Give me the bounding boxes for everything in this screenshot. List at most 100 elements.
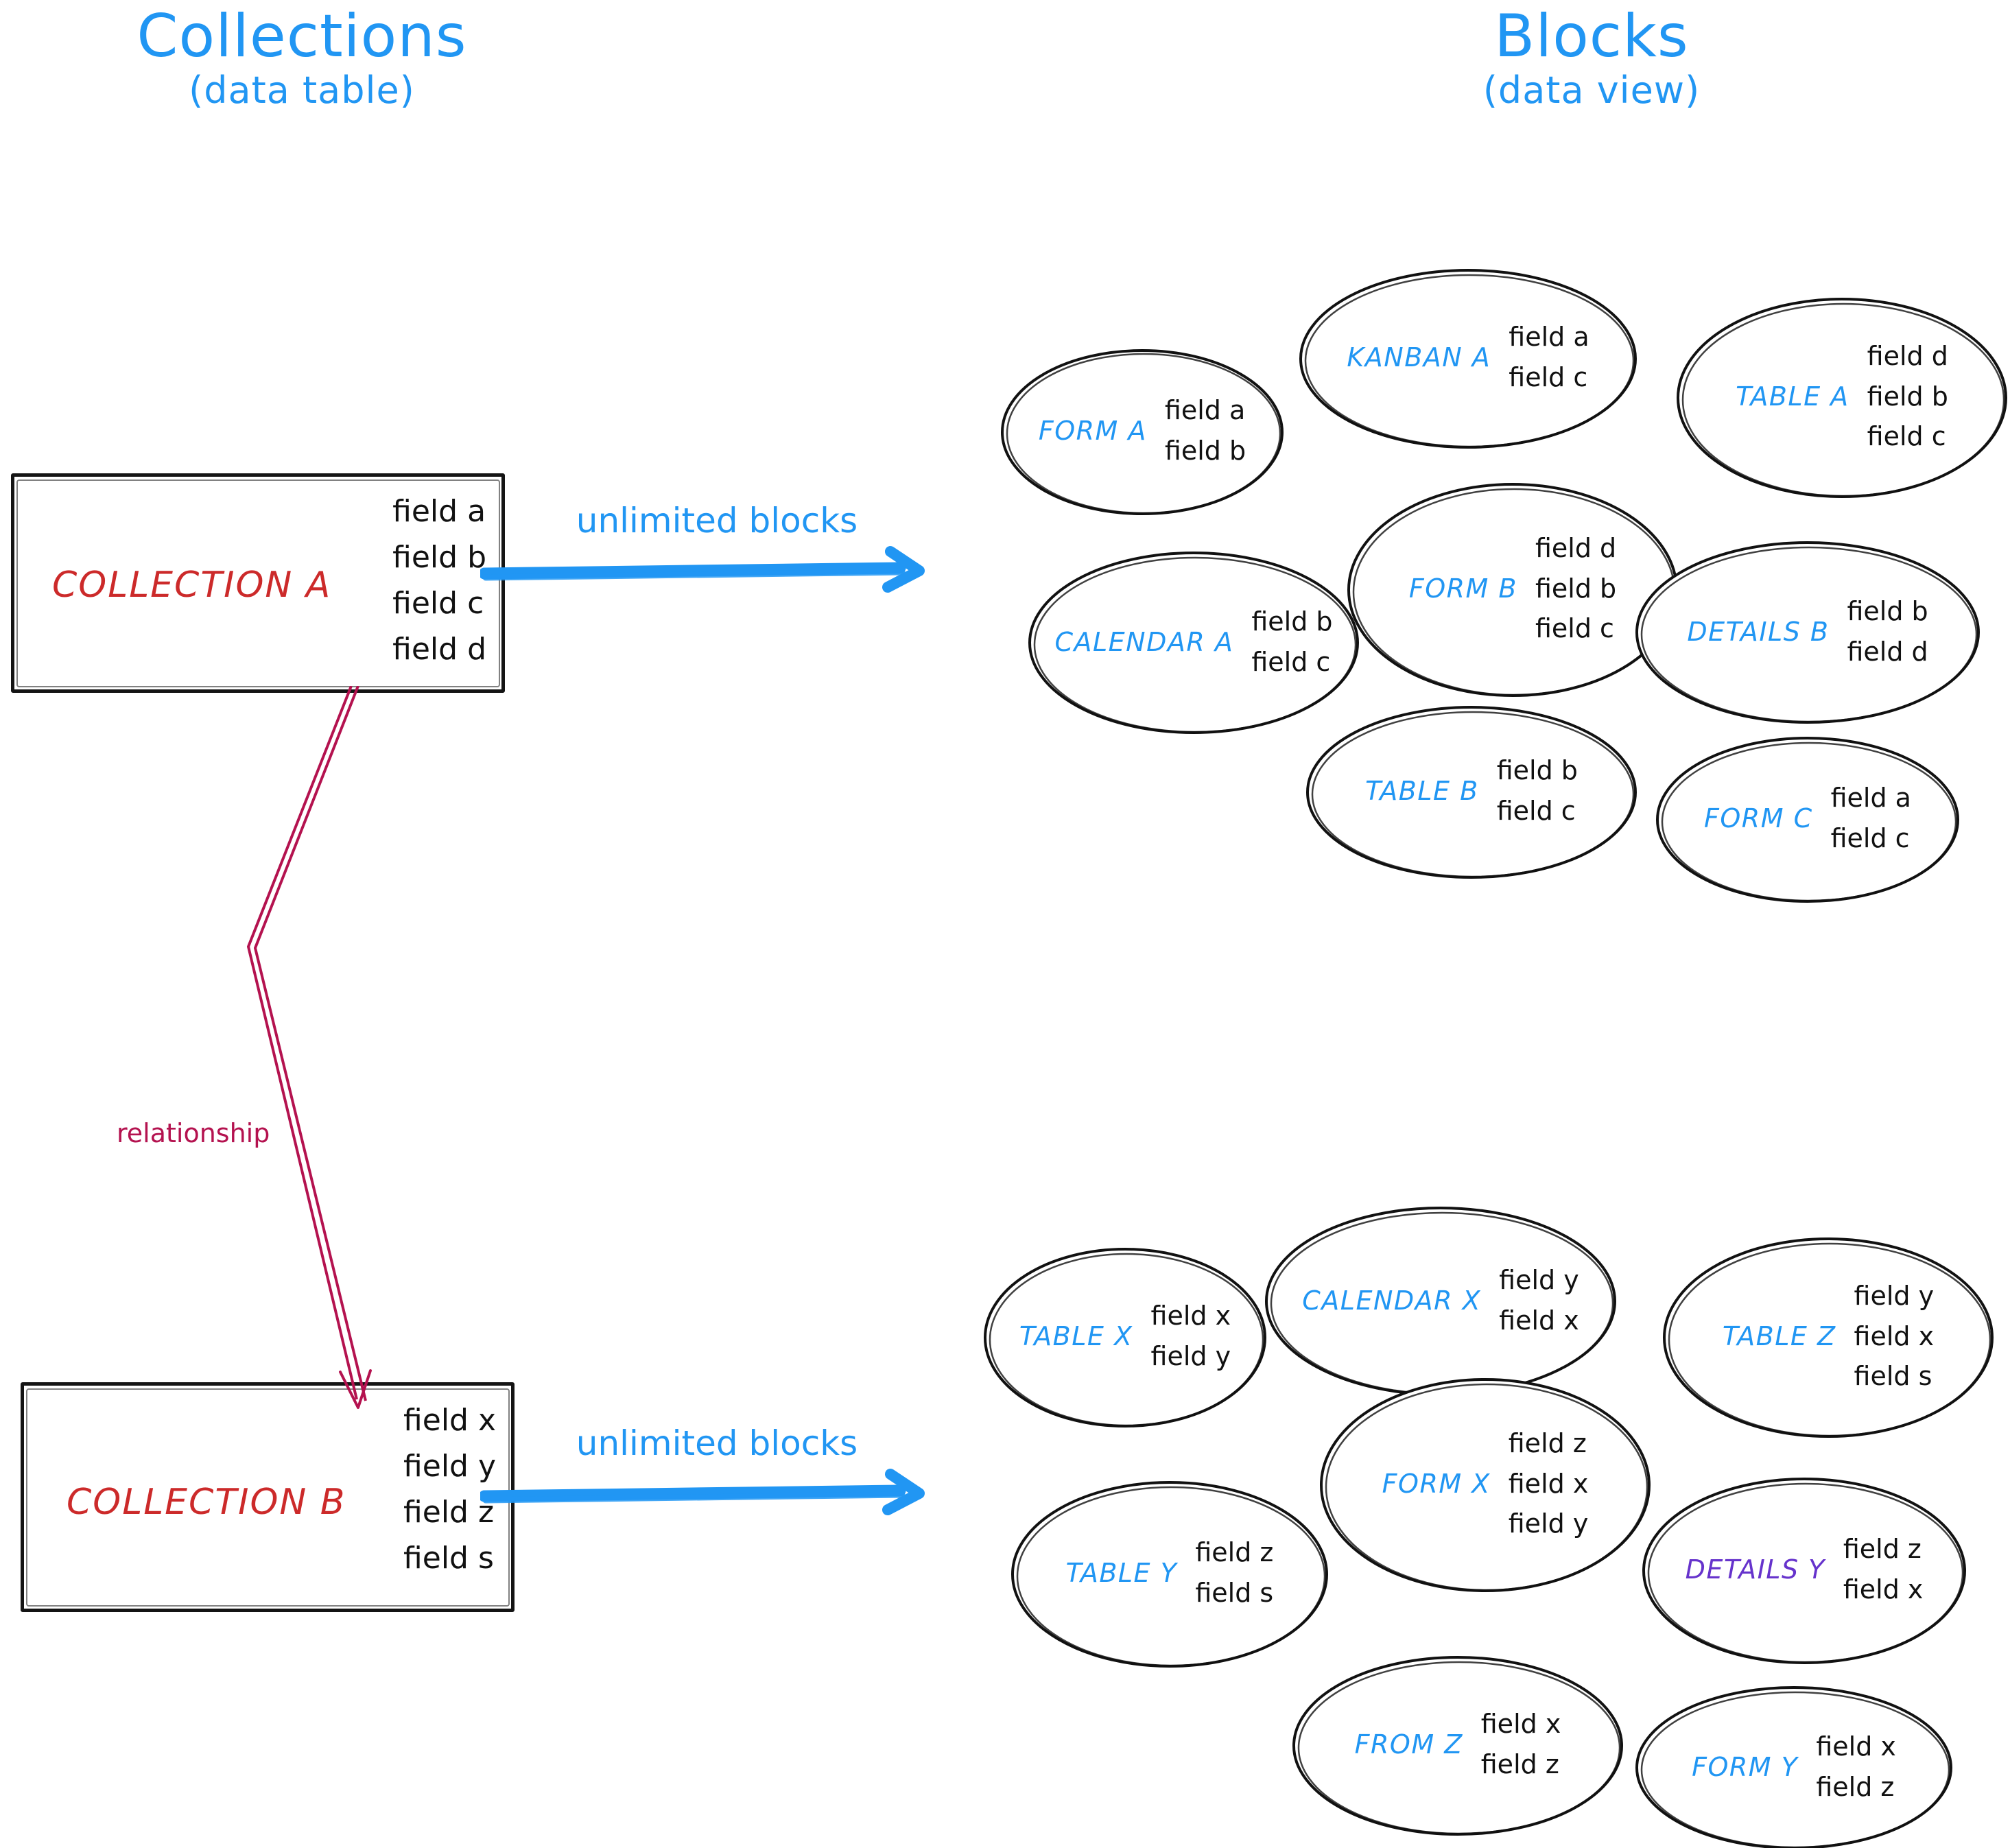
block-label: TABLE X [1019, 1321, 1133, 1351]
block-field: field x [1150, 1301, 1231, 1331]
block-field: field s [1195, 1578, 1274, 1608]
collection-b-field-list: field x field y field z field s [403, 1398, 496, 1582]
unlimited-blocks-label-b: unlimited blocks [576, 1423, 858, 1463]
block-field-list: field b field d [1847, 591, 1928, 672]
block-field-list: field b field c [1251, 602, 1332, 683]
block-ellipse-details-b[interactable]: DETAILS B field b field d [1633, 538, 1983, 727]
block-field-list: field y field x field s [1854, 1276, 1935, 1397]
block-label: KANBAN A [1347, 342, 1491, 372]
block-label: FORM Y [1692, 1751, 1799, 1782]
collection-b-box[interactable]: COLLECTION B field x field y field z fie… [21, 1382, 515, 1612]
collection-b-field: field z [403, 1494, 495, 1530]
collection-a-box[interactable]: COLLECTION A field a field b field c fie… [11, 473, 505, 693]
heading-collections: Collections (data table) [14, 7, 590, 116]
block-ellipse-form-c[interactable]: FORM C field a field c [1653, 734, 1962, 905]
ellipse-outline [1642, 1478, 1966, 1664]
block-ellipse-table-b[interactable]: TABLE B field b field c [1303, 703, 1640, 881]
collection-a-field: field b [392, 539, 486, 575]
block-ellipse-kanban-a[interactable]: KANBAN A field a field c [1297, 266, 1640, 451]
block-field-list: field d field b field c [1535, 528, 1616, 650]
ellipse-outline [1028, 552, 1359, 734]
block-field: field d [1535, 532, 1617, 563]
block-ellipse-form-b[interactable]: FORM B field d field b field c [1345, 480, 1681, 700]
block-label: TABLE A [1736, 381, 1849, 412]
relationship-label: relationship [117, 1118, 270, 1148]
collection-b-field: field s [403, 1540, 494, 1576]
block-field: field a [1164, 395, 1246, 426]
block-ellipse-calendar-a[interactable]: CALENDAR A field b field c [1026, 549, 1362, 737]
heading-blocks-subtitle: (data view) [1482, 69, 1701, 112]
heading-blocks: Blocks (data view) [1303, 7, 1880, 116]
block-field: field d [1867, 340, 1948, 371]
block-label: CALENDAR A [1054, 626, 1234, 657]
block-ellipse-table-x[interactable]: TABLE X field x field y [981, 1245, 1269, 1430]
block-ellipse-from-z[interactable]: FROM Z field x field z [1290, 1653, 1626, 1838]
block-field: field y [1499, 1264, 1579, 1295]
block-field-list: field x field z [1816, 1727, 1896, 1808]
block-label: FORM A [1038, 416, 1147, 446]
ellipse-outline [1299, 269, 1637, 449]
block-field: field x [1843, 1574, 1924, 1604]
block-field: field c [1867, 421, 1946, 452]
block-label: DETAILS Y [1685, 1554, 1825, 1585]
ellipse-outline [1663, 1237, 1994, 1438]
collection-b-name: COLLECTION B [67, 1482, 346, 1523]
block-field-list: field z field x [1843, 1529, 1924, 1610]
block-field: field x [1480, 1709, 1561, 1740]
block-field: field b [1496, 755, 1578, 786]
block-field-list: field z field x field y [1509, 1423, 1589, 1545]
block-field: field z [1508, 1428, 1587, 1458]
collection-a-field: field a [392, 494, 486, 529]
ellipse-outline [1635, 1686, 1952, 1848]
block-field-list: field a field c [1831, 778, 1911, 859]
block-label: FROM Z [1354, 1729, 1463, 1760]
block-label: CALENDAR X [1302, 1285, 1482, 1316]
ellipse-outline [1635, 541, 1980, 724]
block-ellipse-table-y[interactable]: TABLE Y field z field s [1008, 1478, 1331, 1670]
block-field: field z [1480, 1749, 1559, 1779]
block-field-list: field a field b [1165, 390, 1246, 471]
block-field: field y [1508, 1508, 1589, 1539]
block-field: field b [1251, 606, 1333, 637]
heading-blocks-title: Blocks [1494, 2, 1689, 71]
block-field-list: field z field s [1195, 1532, 1273, 1613]
ellipse-outline [1656, 737, 1959, 903]
block-field-list: field y field x [1499, 1260, 1579, 1341]
arrow-right-icon [478, 546, 925, 593]
block-field: field a [1830, 783, 1911, 814]
ellipse-outline [1320, 1378, 1651, 1592]
block-field: field c [1496, 796, 1576, 826]
ellipse-outline [1292, 1656, 1623, 1836]
block-field: field x [1854, 1320, 1935, 1351]
unlimited-blocks-arrow-a: unlimited blocks [478, 501, 954, 611]
block-ellipse-table-z[interactable]: TABLE Z field y field x field s [1660, 1235, 1996, 1441]
relationship-connector-line [247, 686, 372, 1409]
block-label: FORM X [1382, 1468, 1491, 1499]
block-field: field c [1535, 613, 1614, 644]
block-label: TABLE Z [1722, 1320, 1836, 1351]
collection-a-name: COLLECTION A [52, 565, 332, 606]
collection-a-field-list: field a field b field c field d [392, 489, 486, 673]
ellipse-outline [1265, 1207, 1616, 1396]
block-field: field z [1195, 1537, 1274, 1568]
block-ellipse-form-y[interactable]: FORM Y field x field z [1633, 1684, 1955, 1848]
block-label: FORM C [1704, 803, 1813, 833]
ellipse-outline [1677, 298, 2007, 498]
block-field-list: field d field b field c [1867, 336, 1948, 458]
block-field-list: field a field c [1509, 317, 1589, 398]
block-label: DETAILS B [1687, 616, 1830, 647]
block-field: field b [1164, 436, 1246, 466]
block-ellipse-table-a[interactable]: TABLE A field d field b field c [1674, 295, 2010, 501]
unlimited-blocks-label-a: unlimited blocks [576, 501, 858, 541]
block-ellipse-details-y[interactable]: DETAILS Y field z field x [1640, 1475, 1969, 1667]
block-field-list: field x field y [1151, 1296, 1231, 1377]
heading-collections-title: Collections [137, 2, 467, 71]
block-field: field x [1816, 1731, 1896, 1762]
block-ellipse-calendar-x[interactable]: CALENDAR X field y field x [1262, 1204, 1619, 1399]
block-ellipse-form-x[interactable]: FORM X field z field x field y [1317, 1375, 1653, 1595]
block-field: field b [1867, 381, 1948, 412]
ellipse-outline [1001, 349, 1284, 515]
block-ellipse-form-a[interactable]: FORM A field a field b [998, 346, 1286, 518]
collection-a-field: field c [392, 585, 484, 621]
